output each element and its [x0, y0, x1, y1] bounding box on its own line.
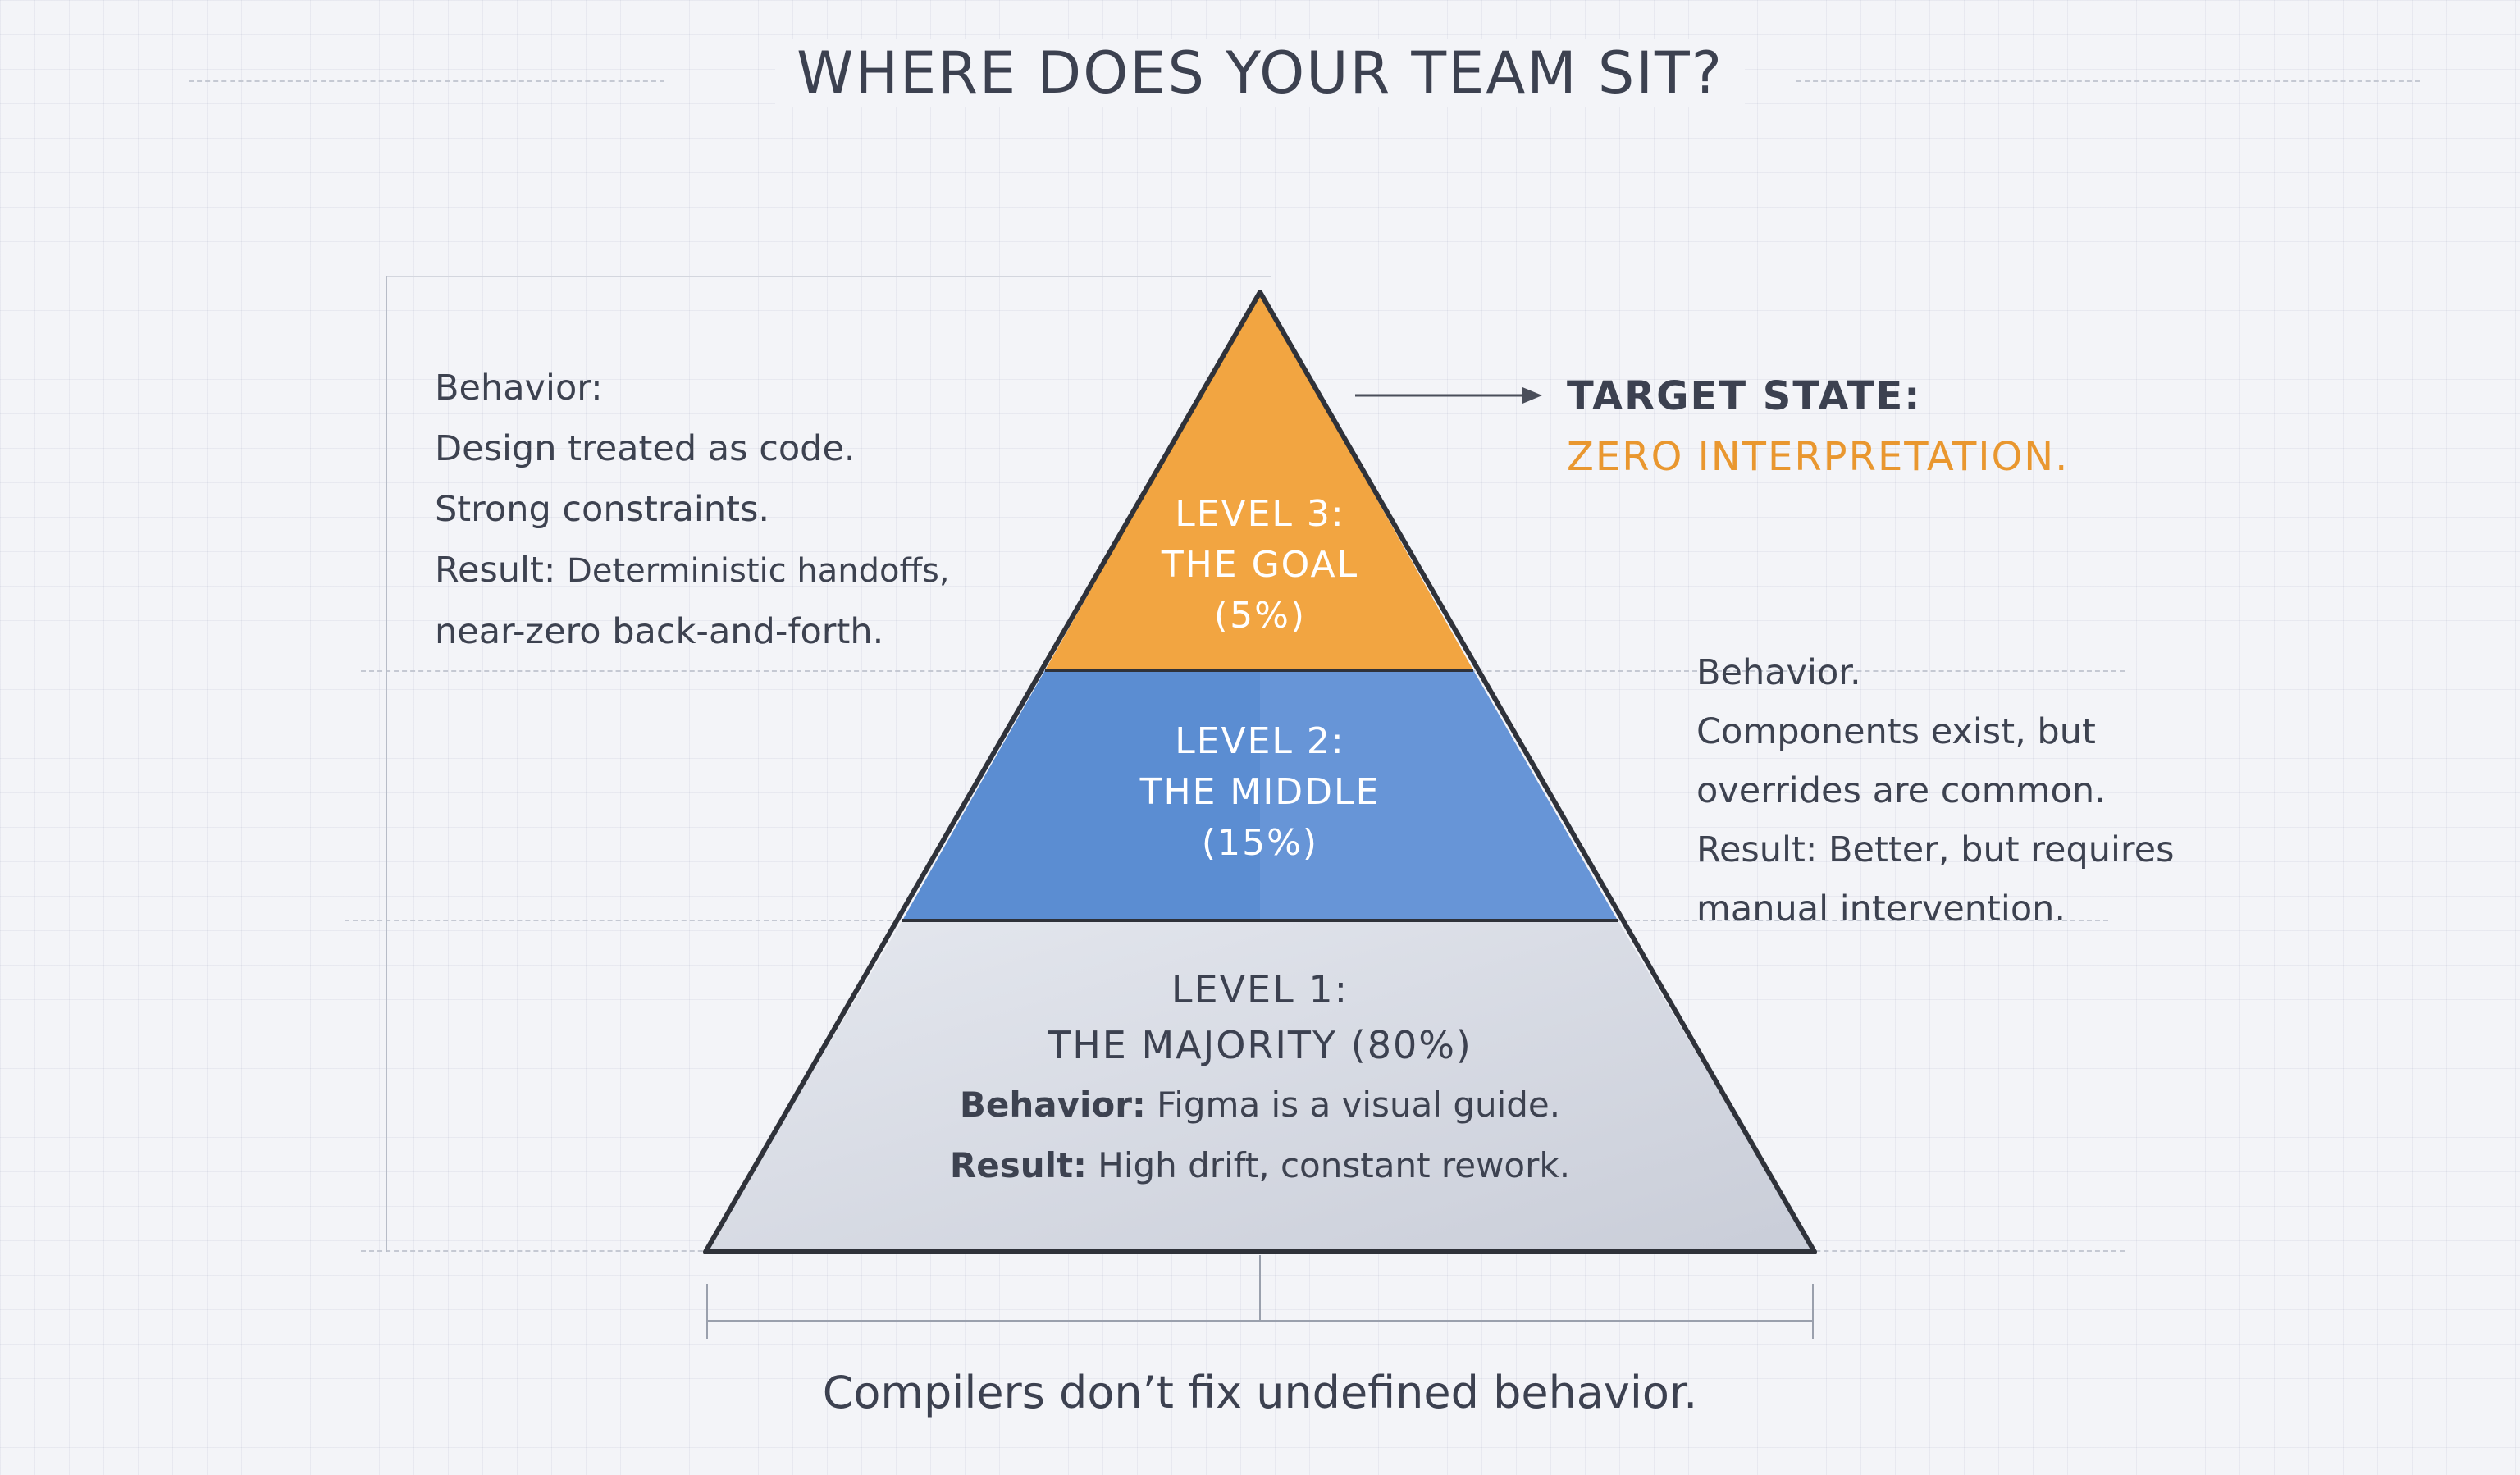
target-state-value: ZERO INTERPRETATION.	[1567, 434, 2070, 480]
level2-shade	[1260, 670, 1618, 920]
target-state: TARGET STATE: ZERO INTERPRETATION.	[1567, 366, 2069, 487]
level2-title: THE MIDDLE	[1139, 771, 1381, 813]
pyramid-outline	[703, 290, 1817, 1254]
level1-label: LEVEL 1: THE MAJORITY (80%) Behavior: Fi…	[850, 961, 1670, 1194]
level3-share: (5%)	[1213, 595, 1307, 637]
top-guide-line	[386, 276, 1271, 277]
level1-behavior: Behavior: Figma is a visual guide.	[959, 1085, 1561, 1125]
level2-share: (15%)	[1201, 822, 1319, 864]
caption: Compilers don’t fix undefined behavior.	[822, 1367, 1698, 1418]
target-state-heading: TARGET STATE:	[1567, 373, 1922, 419]
page-title: WHERE DOES YOUR TEAM SIT?	[0, 36, 2520, 110]
level3-title: THE GOAL	[1161, 544, 1359, 586]
level1-title: THE MAJORITY (80%)	[1048, 1023, 1472, 1067]
title-guide-right	[1796, 80, 2420, 82]
target-arrow-head	[1522, 387, 1542, 404]
level3-label: LEVEL 3: THE GOAL (5%)	[1096, 489, 1424, 642]
level1-tier	[705, 920, 1815, 1252]
level2-name: LEVEL 2:	[1175, 720, 1345, 762]
left-vertical-dimension	[386, 276, 387, 1252]
title-guide-left	[189, 80, 664, 82]
level3-tier	[1045, 292, 1473, 670]
level2-note: Behavior. Components exist, but override…	[1696, 652, 2175, 929]
level2-label: LEVEL 2: THE MIDDLE (15%)	[1055, 716, 1465, 869]
level3-note: Behavior: Design treated as code. Strong…	[435, 368, 950, 652]
level3-name: LEVEL 3:	[1175, 493, 1345, 535]
level1-result: Result: High drift, constant rework.	[949, 1145, 1571, 1185]
level1-name: LEVEL 1:	[1171, 967, 1349, 1011]
